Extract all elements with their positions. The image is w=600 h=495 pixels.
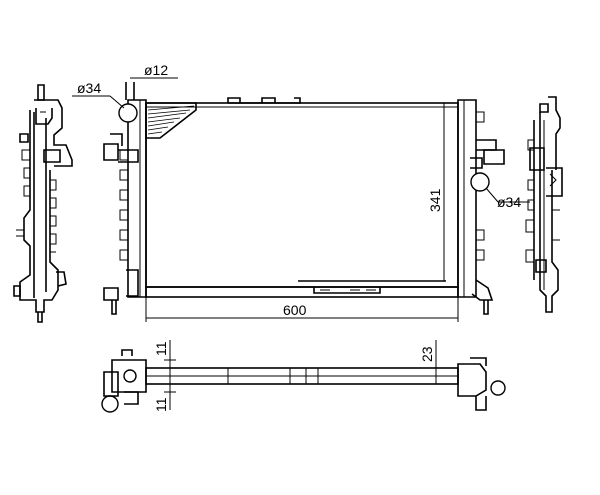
inlet-diameter-label: ø34 (77, 80, 101, 96)
height-label: 341 (427, 188, 443, 212)
offset-top-label: 11 (153, 341, 169, 356)
top-view (101, 349, 506, 413)
width-label: 600 (283, 302, 307, 318)
offset-bottom-label: 11 (153, 397, 169, 412)
front-view (103, 82, 505, 315)
outlet-diameter-label: ø34 (497, 194, 521, 210)
depth-label: 23 (419, 346, 435, 362)
dimension-lines (72, 77, 530, 410)
hatched-area (145, 102, 197, 139)
left-side-view (13, 84, 73, 323)
vent-diameter-label: ø12 (144, 62, 168, 78)
right-side-view (525, 96, 563, 313)
